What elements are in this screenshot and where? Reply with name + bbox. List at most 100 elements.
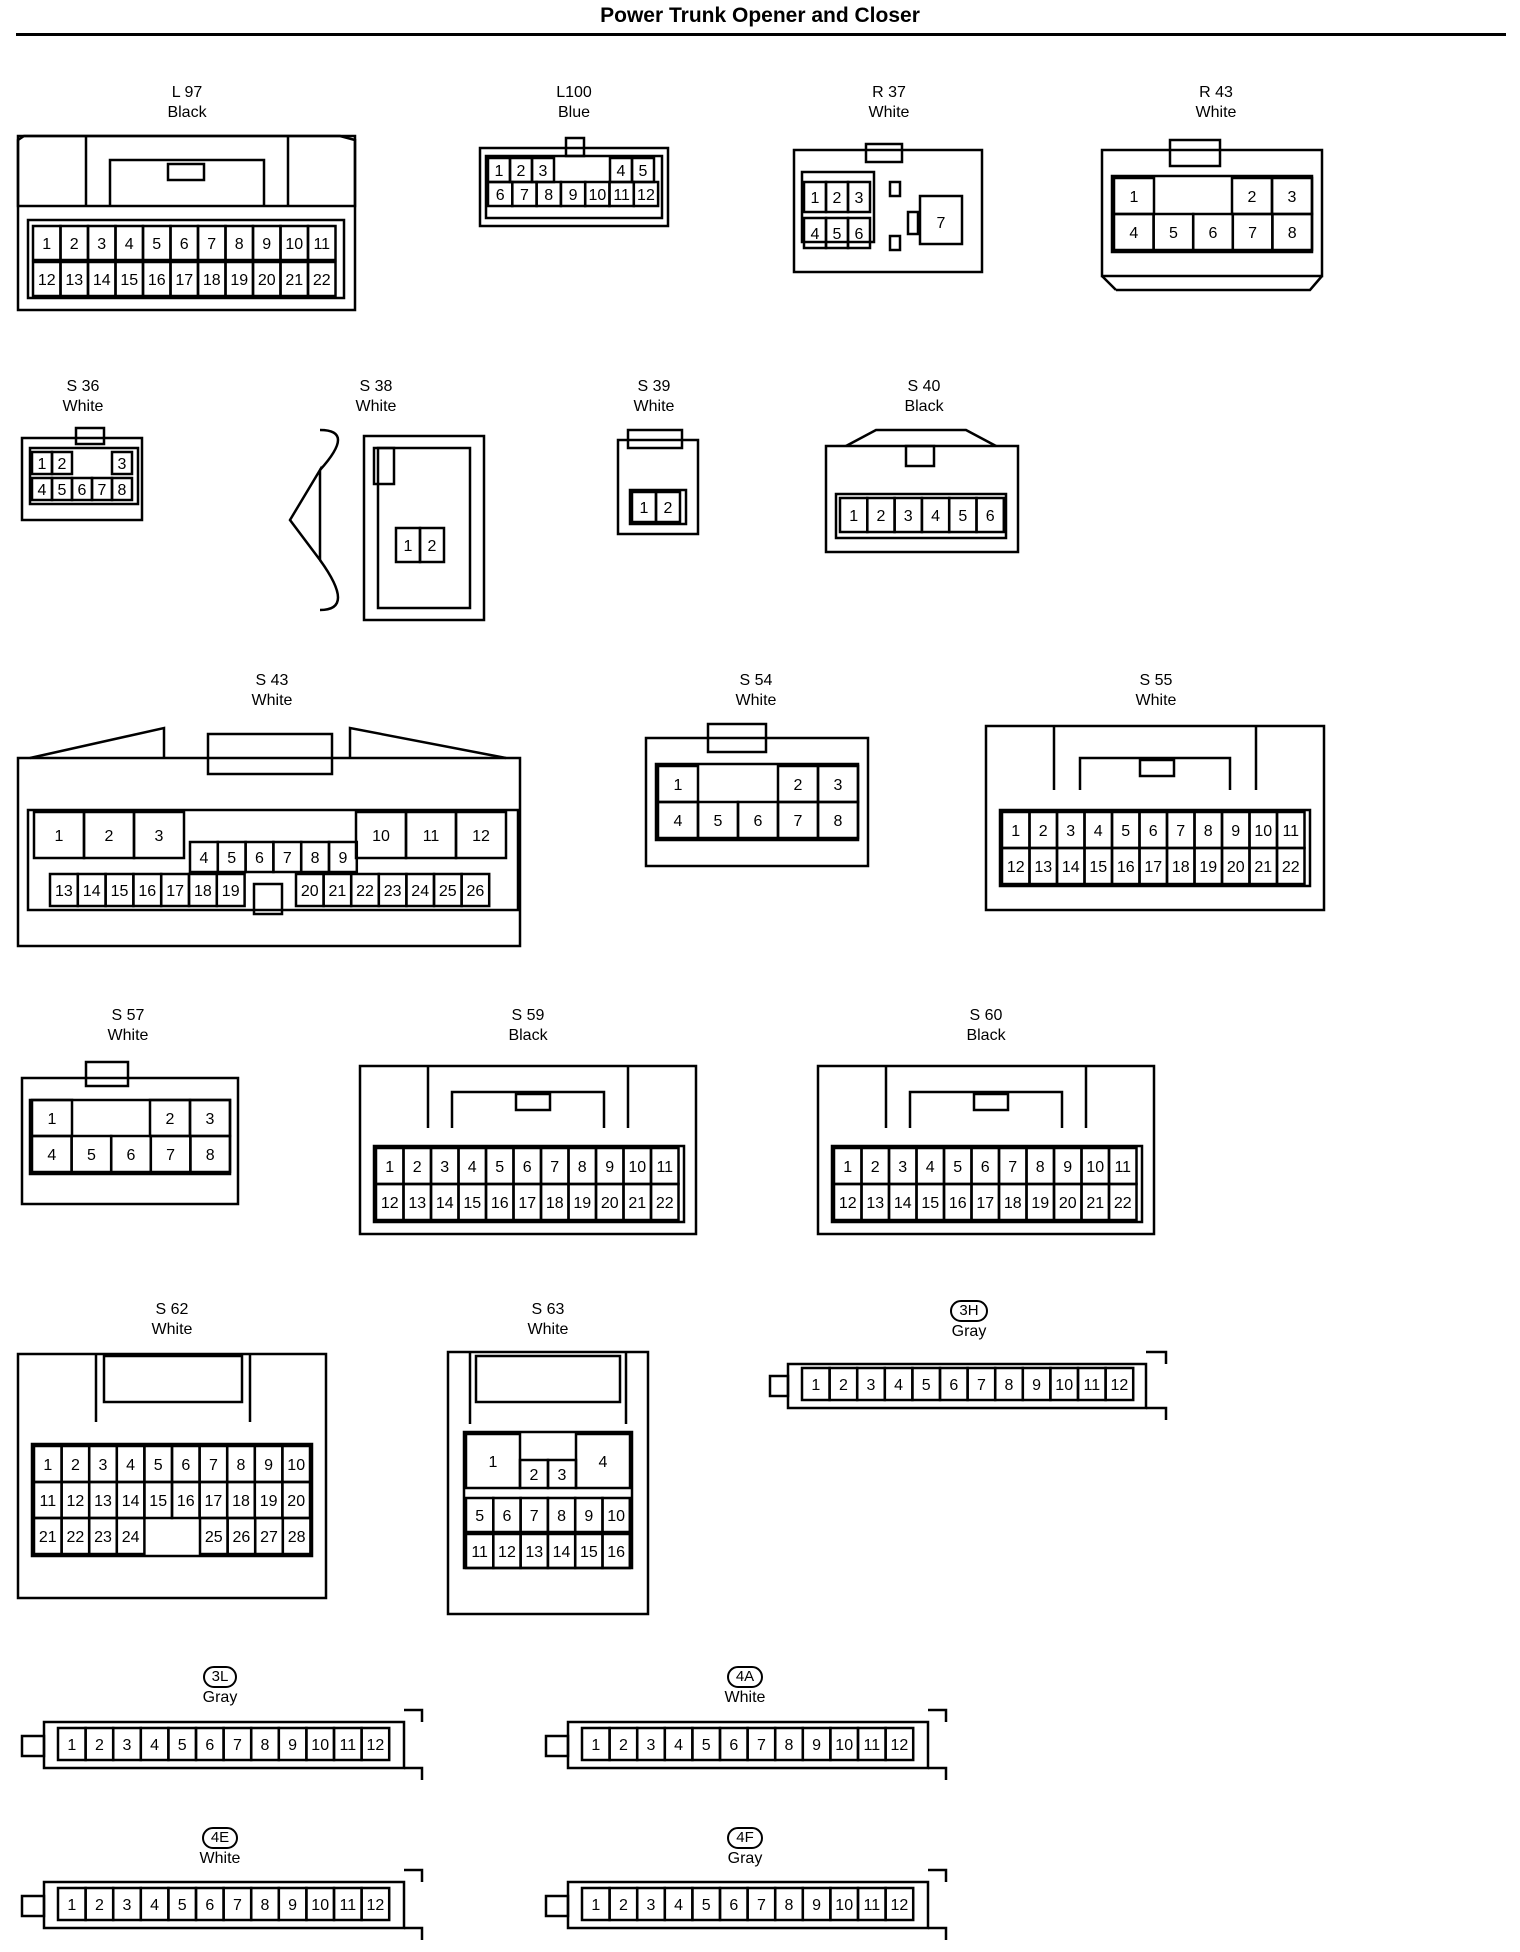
pin-number: 6: [180, 236, 189, 253]
pin-number: 6: [181, 1457, 190, 1474]
connector-id: S 54: [739, 672, 773, 689]
pin-block: [28, 446, 140, 506]
pin-number: 1: [385, 1159, 394, 1176]
pin-number: 8: [557, 1508, 566, 1525]
pin-number: 10: [285, 236, 303, 253]
pin-number: 16: [949, 1195, 967, 1212]
connector-outline: [1078, 756, 1232, 790]
pin-number: 22: [313, 272, 331, 289]
pin-number: 4: [150, 1737, 159, 1754]
pin-number: 5: [1169, 225, 1178, 242]
pin-number: 8: [261, 1897, 270, 1914]
pin-number: 6: [78, 482, 87, 499]
pin-number: 2: [619, 1737, 628, 1754]
pin-cell: [115, 1516, 146, 1556]
connector-color: White: [735, 692, 777, 709]
pin-number: 7: [98, 482, 107, 499]
pin-number: 18: [203, 272, 221, 289]
latch: [972, 1092, 1010, 1112]
pin-number: 1: [495, 163, 504, 180]
connector-outline: [358, 1064, 698, 1236]
pin-number: 1: [43, 1457, 52, 1474]
pin-number: 1: [843, 1159, 852, 1176]
connector-outline: [1052, 726, 1258, 790]
pin-number: 14: [894, 1195, 912, 1212]
pin-number: 3: [898, 1159, 907, 1176]
pin-number: 4: [125, 236, 134, 253]
pin-number: 3: [904, 508, 913, 525]
pin-number: 11: [39, 1493, 56, 1510]
connector-outline: [20, 436, 144, 522]
pin-number: 7: [207, 236, 216, 253]
pin-number: 1: [404, 538, 413, 555]
pin-number: 1: [849, 508, 858, 525]
pin-cell: [306, 260, 337, 298]
pin-number: 5: [702, 1737, 711, 1754]
pin-number: 11: [423, 828, 440, 845]
pin-number: 5: [152, 236, 161, 253]
pin-number: 2: [58, 456, 67, 473]
pin-number: 13: [94, 1493, 112, 1510]
pin-cell: [454, 810, 508, 860]
connector-outline: [362, 434, 486, 622]
pin-number: 2: [70, 236, 79, 253]
pin-number: 6: [729, 1897, 738, 1914]
pin-number: 18: [546, 1195, 564, 1212]
pin-number: 20: [1227, 859, 1245, 876]
pin-number: 13: [55, 883, 73, 900]
pin-number: 8: [785, 1737, 794, 1754]
connector-outline: [16, 756, 522, 948]
connector-outline: [20, 1708, 424, 1780]
pin-cell: [1107, 1182, 1138, 1222]
pin-number: 4: [150, 1897, 159, 1914]
pin-number: 22: [356, 883, 374, 900]
pin-number: 3: [440, 1159, 449, 1176]
pin-number: 10: [287, 1457, 305, 1474]
pin-number: 13: [65, 272, 83, 289]
connector-id-badge: 4E: [201, 1827, 239, 1849]
latch: [864, 142, 904, 164]
key: [372, 446, 396, 486]
pin-cell: [1104, 1366, 1135, 1402]
pin-number: 2: [619, 1897, 628, 1914]
pin-number: 11: [339, 1897, 356, 1914]
pin-cell: [632, 180, 660, 208]
pin-number: 17: [518, 1195, 536, 1212]
pin-number: 7: [166, 1147, 175, 1164]
pin-cell: [601, 1496, 632, 1534]
pin-cell: [1275, 846, 1306, 886]
connector-color: White: [151, 1321, 193, 1338]
pin-number: 17: [175, 272, 193, 289]
pin-number: 1: [67, 1897, 76, 1914]
connector-outline: [426, 1066, 630, 1128]
pin-cell: [884, 1886, 915, 1922]
pin-number: 6: [986, 508, 995, 525]
pin-number: 9: [338, 850, 347, 867]
pin-number: 6: [754, 813, 763, 830]
pin-number: 13: [1034, 859, 1052, 876]
pin-number: 5: [475, 1508, 484, 1525]
pin-number: 5: [639, 163, 648, 180]
pin-number: 7: [233, 1737, 242, 1754]
pin-number: 7: [209, 1457, 218, 1474]
pin-number: 1: [811, 190, 820, 207]
pin-number: 9: [262, 236, 271, 253]
pin-number: 2: [664, 500, 673, 517]
pin-number: 5: [958, 508, 967, 525]
connector-id: R 37: [872, 84, 906, 101]
connector-id: R 43: [1199, 84, 1233, 101]
pin-number: 4: [38, 482, 47, 499]
pin-cell: [846, 180, 872, 214]
pin-number: 12: [839, 1195, 857, 1212]
pin-number: 9: [812, 1737, 821, 1754]
latch: [84, 1060, 130, 1088]
pin-number: 6: [855, 226, 864, 243]
pin-number: 15: [1089, 859, 1107, 876]
pin-cell: [360, 1886, 391, 1922]
pin-number: 1: [1130, 189, 1139, 206]
